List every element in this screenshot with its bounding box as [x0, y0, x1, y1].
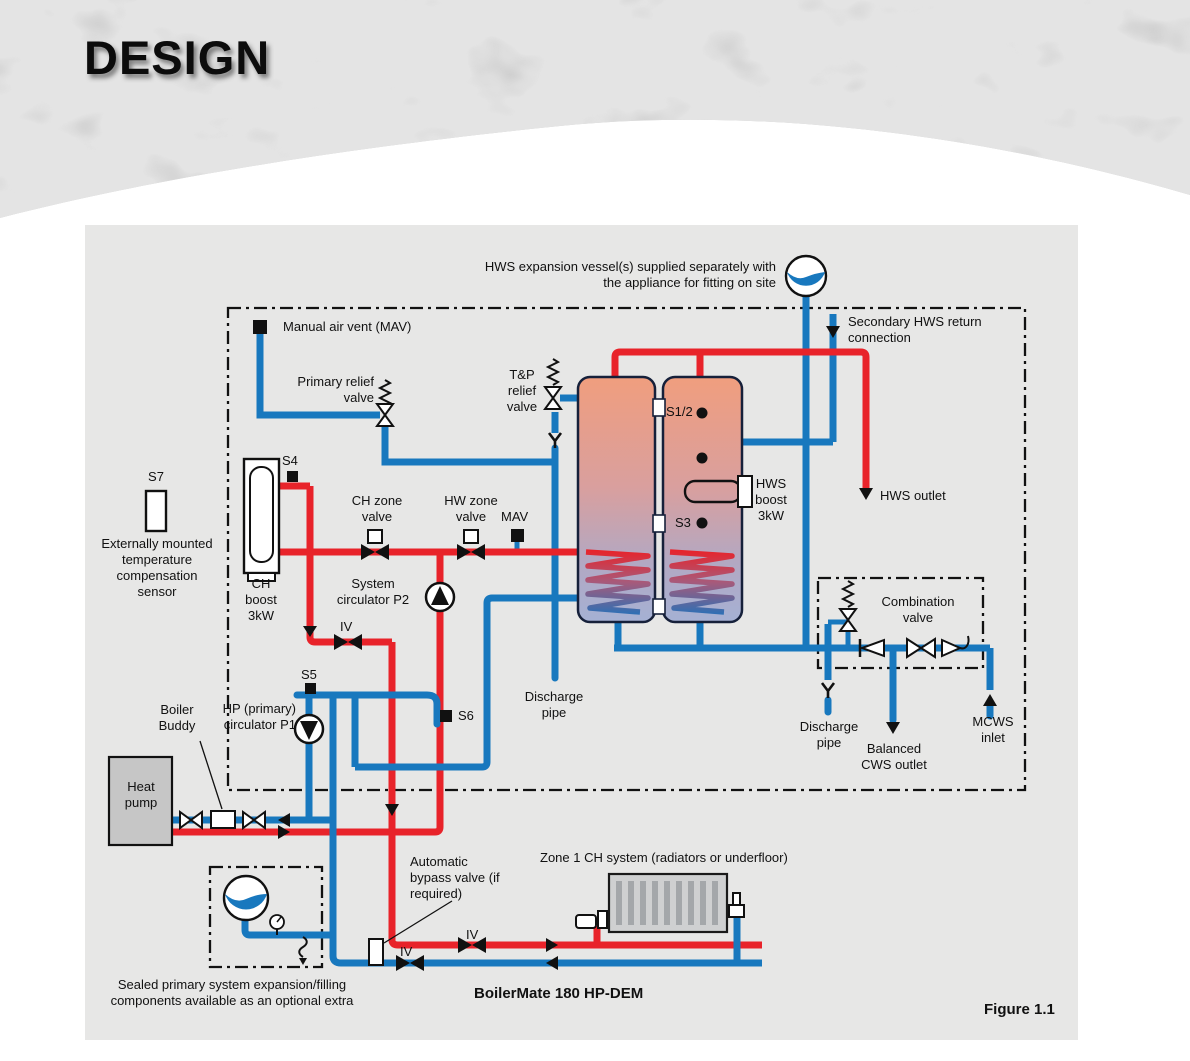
s4-sensor-icon: [287, 471, 298, 482]
s7-label: S7: [148, 469, 164, 484]
boiler-buddy-label: Boiler Buddy: [158, 702, 196, 733]
primary-relief-valve-icon: [375, 379, 395, 427]
iv-label: IV: [466, 927, 479, 942]
radiator-icon: [575, 872, 745, 934]
flow-arrows: [278, 326, 997, 970]
check-valve-icon: [858, 638, 885, 658]
sensor-squares: [253, 320, 524, 722]
heat-pump-label: Heat pump: [124, 779, 158, 810]
hws-boost-heater-icon: [683, 475, 753, 508]
s5-sensor-icon: [305, 683, 316, 694]
iv-valve-icon: [396, 955, 424, 971]
discharge-pipe-label: Discharge pipe: [799, 719, 859, 750]
pump-p1-icon: [293, 713, 325, 745]
automatic-bypass-valve-icon: [368, 938, 384, 966]
hws-boost-label: HWS boost 3kW: [755, 476, 787, 523]
tundish-icon: [547, 432, 563, 448]
expansion-vessel-note: HWS expansion vessel(s) supplied separat…: [484, 259, 776, 290]
boiler-buddy-callout: [199, 740, 223, 810]
s5-label: S5: [301, 667, 317, 682]
trv-valve-icon: [575, 914, 597, 929]
pump-p2-icon: [424, 581, 456, 613]
figure-caption: Figure 1.1: [984, 1001, 1055, 1018]
sealed-system-note: Sealed primary system expansion/filling …: [110, 977, 354, 1008]
hws-outlet-label: HWS outlet: [880, 488, 946, 503]
bypass-callout: [383, 900, 453, 944]
tp-relief-valve-icon: [543, 358, 563, 410]
external-sensor-label: Externally mounted temperature compensat…: [101, 536, 213, 599]
mav-icon: [511, 529, 524, 542]
s6-sensor-icon: [440, 710, 452, 722]
ch-zone-valve-label: CH zone valve: [351, 493, 403, 524]
ch-zone-valve-icon: [361, 529, 389, 560]
iv-valve-icon: [334, 634, 362, 650]
thermal-store-tanks: [576, 375, 744, 624]
ch-boost-label: CH boost 3kW: [245, 576, 277, 623]
sealed-system-boundary: [208, 865, 324, 969]
page-title: DESIGN: [84, 31, 271, 84]
isolation-valve-icon: [179, 810, 203, 830]
iv-valve-icon: [458, 937, 486, 953]
flow-regulator-icon: [941, 635, 970, 658]
discharge-pipe-label: Discharge pipe: [524, 689, 584, 720]
product-name: BoilerMate 180 HP-DEM: [474, 985, 644, 1002]
lockshield-valve-icon: [728, 904, 745, 918]
tp-relief-valve-label: T&P relief valve: [506, 367, 538, 414]
mcws-inlet-label: MCWS inlet: [972, 714, 1014, 745]
combination-valve-boundary: [816, 576, 985, 670]
appliance-dashed-boundary: [226, 306, 1027, 792]
ch-boost-heater-icon: [242, 457, 281, 582]
header-texture-band: [0, 0, 1190, 218]
hw-zone-valve-icon: [457, 529, 485, 560]
combination-relief-valve-icon: [838, 580, 858, 632]
automatic-bypass-label: Automatic bypass valve (if required): [410, 854, 500, 901]
manual-air-vent-label: Manual air vent (MAV): [283, 319, 412, 334]
s6-label: S6: [458, 708, 474, 723]
mav-label: MAV: [501, 509, 529, 524]
primary-relief-valve-label: Primary relief valve: [297, 374, 374, 405]
s3-label: S3: [675, 515, 691, 530]
secondary-hws-return-label: Secondary HWS return connection: [848, 314, 982, 345]
sealed-expansion-vessel-icon: [222, 874, 308, 965]
iv-label: IV: [340, 619, 353, 634]
filling-loop-icon: [298, 936, 308, 958]
sensor-pockets: [696, 407, 708, 529]
tundish-icon: [820, 682, 836, 698]
s4-label: S4: [282, 453, 298, 468]
expansion-vessel-icon: [784, 254, 828, 298]
boiler-buddy-icon: [210, 810, 236, 829]
hw-zone-valve-label: HW zone valve: [444, 493, 498, 524]
s1-2-label: S1/2: [666, 404, 693, 419]
combination-main-valve-icon: [906, 637, 936, 659]
hp-circulator-label: HP (primary) circulator P1: [222, 701, 296, 732]
s7-sensor-icon: [144, 489, 168, 533]
balanced-cws-outlet-label: Balanced CWS outlet: [861, 741, 927, 772]
heat-pump-box: [107, 755, 174, 847]
zone1-label: Zone 1 CH system (radiators or underfloo…: [540, 850, 788, 865]
iv-label: IV: [400, 944, 413, 959]
mav-icon: [253, 320, 267, 334]
isolation-valve-icon: [242, 810, 266, 830]
system-circulator-label: System circulator P2: [336, 576, 410, 607]
combination-valve-label: Combination valve: [881, 594, 955, 625]
